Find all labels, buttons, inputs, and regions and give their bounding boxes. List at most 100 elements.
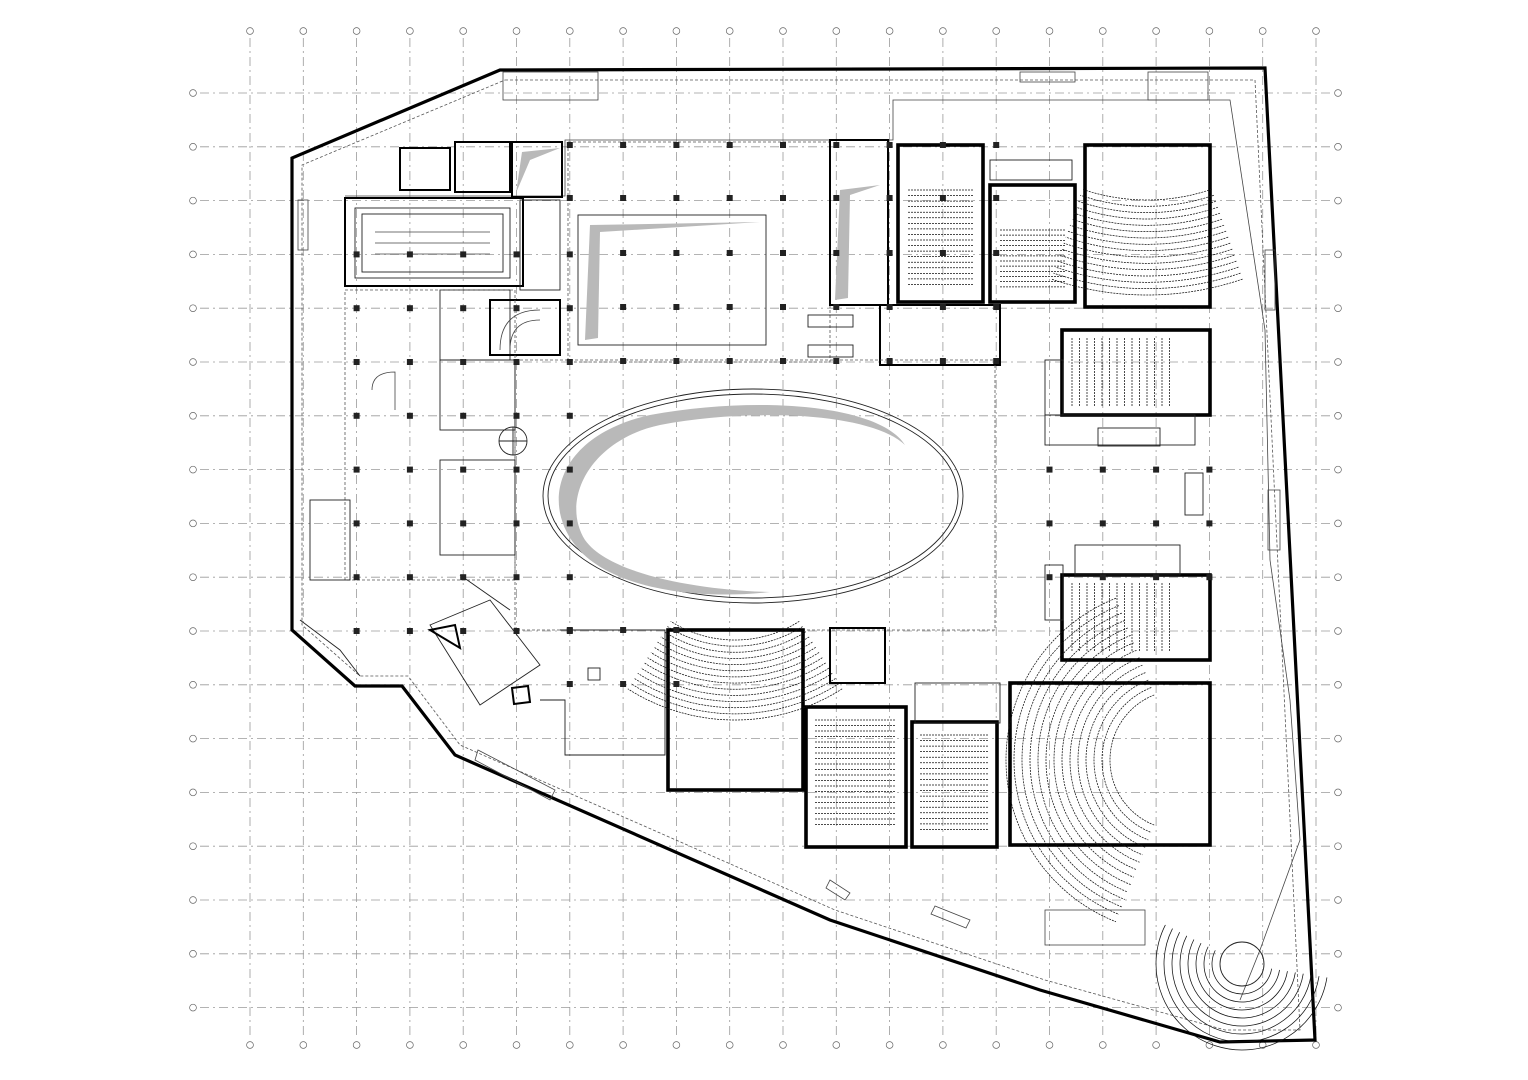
grid-bubble (512, 27, 521, 35)
column (1206, 574, 1213, 581)
column (513, 628, 520, 634)
seat-row (654, 646, 816, 672)
seat-row (1061, 248, 1233, 264)
escalator (807, 314, 854, 328)
column (673, 142, 680, 148)
column (460, 628, 467, 634)
seat-row (1075, 206, 1219, 220)
corridor (989, 159, 1073, 181)
left-hall-boundary (344, 289, 516, 581)
toilet-room (1044, 564, 1064, 621)
column (993, 358, 1000, 364)
seat-row (1069, 224, 1225, 239)
grid-bubble (189, 627, 197, 635)
grid-bubble (299, 27, 308, 35)
column (780, 358, 786, 364)
amphitheatre-row (1179, 935, 1304, 1027)
stair-flight (1044, 909, 1146, 946)
column (620, 142, 627, 148)
column (460, 466, 467, 473)
grid-bubble (1334, 896, 1342, 904)
seat-row (1067, 230, 1227, 245)
inner-perimeter (345, 99, 1301, 1001)
grid-bubble (189, 143, 197, 151)
column (406, 305, 413, 312)
upper-hall-void (577, 214, 767, 346)
column (673, 250, 680, 256)
seat-row (663, 631, 807, 653)
seat-row (1077, 200, 1217, 214)
ramp-edge (299, 619, 361, 677)
grid-bubble (189, 196, 197, 205)
projection-room (1044, 414, 1196, 446)
auditorium-8 (910, 720, 999, 849)
grid-bubble (1334, 250, 1342, 259)
amphitheatre-row (1155, 924, 1328, 1051)
seat-row (1037, 627, 1128, 893)
seat-row (1085, 672, 1146, 848)
seat-row (1073, 212, 1221, 226)
grid-bubble (779, 1041, 787, 1049)
column (833, 195, 840, 201)
column (726, 195, 733, 201)
column (566, 574, 573, 581)
grid-bubble (1334, 788, 1342, 797)
column (353, 574, 360, 581)
grid-bubble (352, 27, 361, 35)
column (1099, 466, 1106, 473)
entry-core (429, 599, 541, 706)
grid-bubble (459, 27, 467, 35)
grid-bubble (1334, 143, 1342, 151)
projection-room (1074, 544, 1181, 576)
seat-row (650, 652, 820, 678)
column (566, 359, 573, 365)
seat-row (637, 672, 833, 702)
grid-bubble (1334, 358, 1342, 366)
column (993, 195, 1000, 201)
auditorium-6 (666, 628, 805, 792)
amphitheatre-row (1203, 946, 1280, 1003)
column (886, 358, 893, 364)
column (406, 520, 413, 527)
column (1206, 466, 1213, 473)
grid-bubble (939, 1041, 947, 1049)
grid-bubble (1334, 734, 1342, 743)
grid-bubble (885, 1041, 894, 1049)
grid-bubble (619, 1041, 627, 1049)
grid-bubble (832, 1041, 841, 1049)
core-wall (427, 623, 462, 651)
stair-flight (1264, 249, 1276, 311)
column (513, 359, 520, 365)
column (939, 142, 946, 148)
grid-bubble (246, 27, 254, 35)
column (886, 304, 893, 310)
column (780, 195, 786, 201)
service-room (454, 141, 511, 193)
canopy-line (301, 79, 1301, 1031)
seat-row (1055, 266, 1239, 283)
grid-bubble (299, 1041, 308, 1049)
grid-bubble (189, 89, 197, 97)
column (566, 305, 573, 312)
grid-bubble (1334, 1003, 1342, 1012)
grid-bubble (992, 27, 1000, 35)
column (353, 305, 360, 312)
column (620, 250, 627, 256)
column (566, 142, 573, 148)
stair-flight (474, 749, 556, 801)
column (406, 574, 413, 581)
service-corridor (519, 199, 561, 291)
grid-bubble (1334, 89, 1342, 97)
column (833, 358, 840, 364)
seat-row (1093, 679, 1149, 841)
column (939, 304, 946, 310)
auditorium-7 (804, 705, 908, 849)
column (406, 412, 413, 419)
pool-room (344, 197, 524, 287)
seat-row (1053, 642, 1134, 878)
seat-row (1061, 649, 1137, 871)
column (1153, 574, 1160, 581)
amphitheatre (1155, 924, 1328, 1051)
column (673, 195, 680, 201)
